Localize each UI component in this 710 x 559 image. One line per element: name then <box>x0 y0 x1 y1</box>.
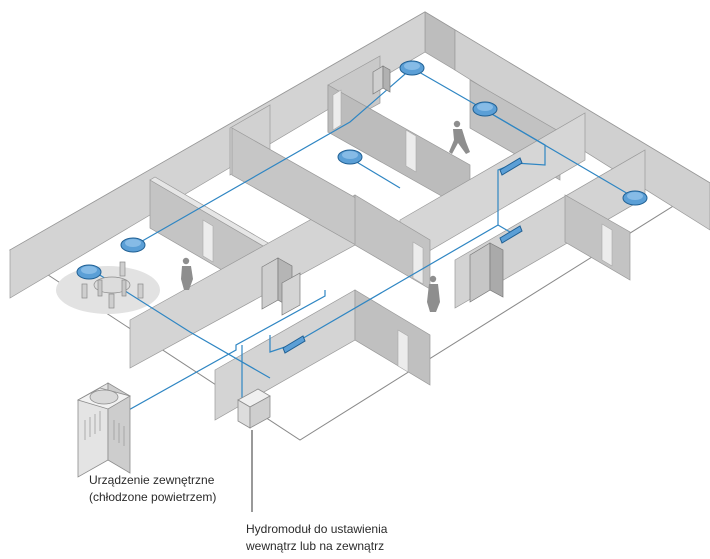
air-cooled-condenser-icon <box>76 382 132 478</box>
outdoor-unit-caption-line1: Urządzenie zewnętrzne <box>89 473 215 487</box>
cassette-unit-icon <box>472 101 498 117</box>
hydromodule-caption-line2: wewnątrz lub na zewnątrz <box>246 539 385 553</box>
wall-mounted-unit-icon <box>499 157 523 176</box>
person-icon <box>449 120 470 154</box>
people <box>181 120 470 312</box>
left-outer-wall <box>9 11 426 299</box>
partition-walls <box>129 55 646 421</box>
outdoor-unit-caption-line2: (chłodzone powietrzem) <box>89 490 217 504</box>
wall-mounted-unit-icon <box>282 335 306 354</box>
outdoor-unit-caption: Urządzenie zewnętrzne (chłodzone powietr… <box>89 472 216 506</box>
dining-table-icon <box>81 261 144 309</box>
cabinets <box>261 65 504 316</box>
person-icon <box>427 275 440 312</box>
cassette-unit-icon <box>76 264 102 280</box>
hydromodule-box-icon <box>237 388 271 429</box>
cassette-unit-icon <box>399 60 425 76</box>
hydromodule-caption-line1: Hydromoduł do ustawienia <box>246 522 388 536</box>
cassette-unit-icon <box>337 149 363 165</box>
cassette-indoor-units <box>76 60 648 280</box>
cassette-unit-icon <box>622 190 648 206</box>
hydromodule-caption: Hydromoduł do ustawienia wewnątrz lub na… <box>246 521 387 555</box>
cassette-unit-icon <box>120 237 146 253</box>
wall-mounted-units <box>282 157 523 354</box>
wall-mounted-unit-icon <box>499 225 523 244</box>
person-icon <box>181 257 193 290</box>
